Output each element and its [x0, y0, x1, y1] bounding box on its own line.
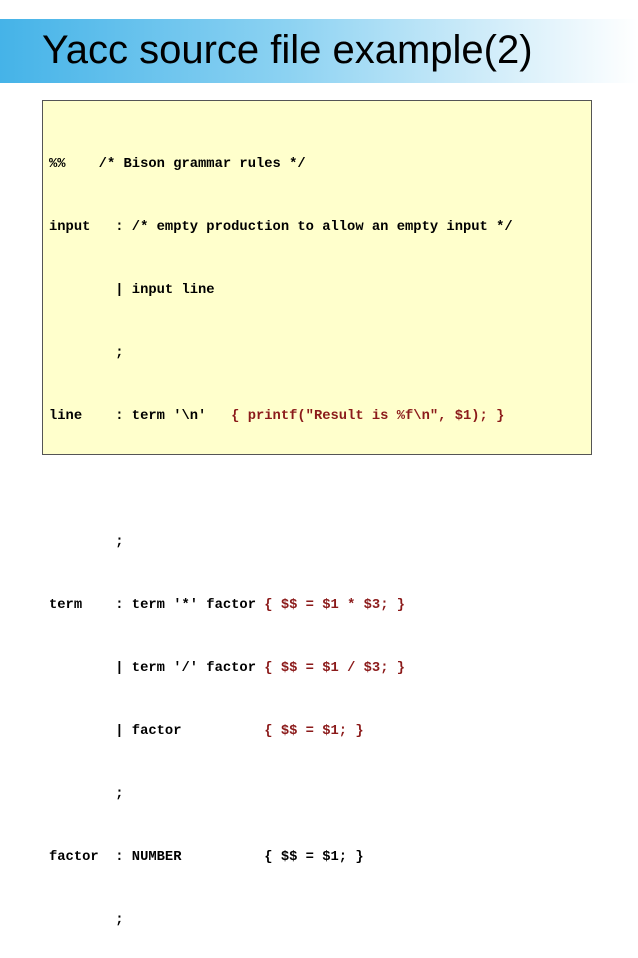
code-rule: ; [49, 913, 124, 928]
code-line: | term '/' factor { $$ = $1 / $3; } [49, 658, 513, 679]
code-rule: %% /* Bison grammar rules */ [49, 157, 306, 172]
code-action: { $$ = $1; } [264, 724, 364, 739]
code-line: factor : NUMBER { $$ = $1; } [49, 847, 513, 868]
code-line: term : term '*' factor { $$ = $1 * $3; } [49, 595, 513, 616]
code-rule: ; [49, 787, 124, 802]
code-line: ; [49, 784, 513, 805]
code-line: | factor { $$ = $1; } [49, 721, 513, 742]
code-listing: %% /* Bison grammar rules */ input : /* … [49, 112, 513, 958]
code-line: %% /* Bison grammar rules */ [49, 154, 513, 175]
code-line: input : /* empty production to allow an … [49, 217, 513, 238]
title-bar [0, 19, 638, 83]
code-rule: ; [49, 346, 124, 361]
code-rule: | input line [49, 283, 215, 298]
code-line: ; [49, 343, 513, 364]
code-line [49, 469, 513, 490]
code-rule: ; [49, 535, 124, 550]
code-rule: | term '/' factor [49, 661, 265, 676]
slide-title: Yacc source file example(2) [42, 28, 533, 72]
code-rule: line : term '\n' [49, 409, 232, 424]
code-box: %% /* Bison grammar rules */ input : /* … [42, 100, 592, 928]
code-line: line : term '\n' { printf("Result is %f\… [49, 406, 513, 427]
code-rule: factor : NUMBER { $$ = $1; } [49, 850, 364, 865]
code-line: ; [49, 910, 513, 931]
code-line: ; [49, 532, 513, 553]
code-action: { $$ = $1 * $3; } [264, 598, 406, 613]
code-rule: | factor [49, 724, 265, 739]
code-rule: term : term '*' factor [49, 598, 265, 613]
code-action: { $$ = $1 / $3; } [264, 661, 406, 676]
code-line: | input line [49, 280, 513, 301]
code-rule: input : /* empty production to allow an … [49, 220, 513, 235]
code-action: { printf("Result is %f\n", $1); } [231, 409, 505, 424]
